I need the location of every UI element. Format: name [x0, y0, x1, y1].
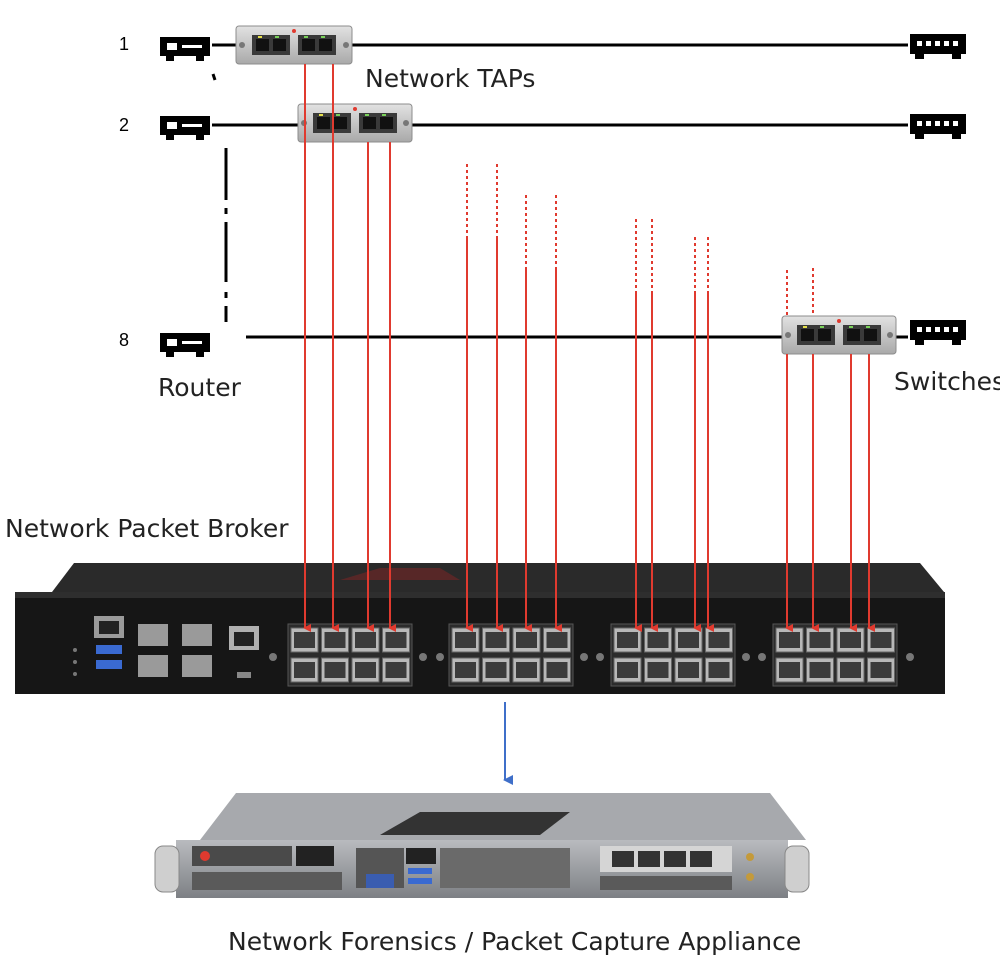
sfp-port-opening — [840, 632, 861, 648]
switch-icon — [910, 34, 966, 59]
packet-broker-label: Network Packet Broker — [5, 514, 289, 543]
network-links — [212, 43, 908, 339]
sfp-port-opening — [708, 662, 730, 678]
row-label-2: 2 — [119, 115, 129, 135]
network-tap-8 — [781, 315, 897, 355]
sfp-port-opening — [678, 662, 699, 678]
sfp-port-opening — [294, 662, 315, 678]
sfp-port-opening — [708, 632, 730, 648]
sfp-port-opening — [779, 632, 800, 648]
sfp-port-opening — [355, 662, 376, 678]
row-label-8: 8 — [119, 330, 129, 350]
sfp-port-opening — [870, 662, 892, 678]
sfp-port-opening — [647, 662, 669, 678]
router-ellipsis-connector — [211, 73, 228, 322]
sfp-port-opening — [516, 662, 537, 678]
sfp-port-opening — [678, 632, 699, 648]
router-icon — [160, 37, 210, 61]
sfp-port-opening — [324, 632, 346, 648]
sfp-port-opening — [840, 662, 861, 678]
sfp-port-opening — [779, 662, 800, 678]
sfp-port-groups — [287, 623, 898, 687]
network-tap-1 — [235, 25, 353, 65]
sfp-port-opening — [617, 632, 638, 648]
router-icon — [160, 333, 210, 357]
sfp-port-opening — [385, 662, 407, 678]
router-icon — [160, 116, 210, 140]
switch-icon — [910, 320, 966, 345]
network-taps-label: Network TAPs — [365, 64, 535, 93]
sfp-port-opening — [485, 632, 507, 648]
network-tap-2 — [297, 103, 413, 143]
router-label: Router — [158, 373, 242, 402]
sfp-port-opening — [385, 632, 407, 648]
sfp-port-opening — [647, 632, 669, 648]
sfp-port-opening — [809, 662, 831, 678]
packet-capture-appliance — [154, 793, 810, 898]
sfp-port-opening — [455, 662, 476, 678]
row-label-1: 1 — [119, 34, 129, 54]
switches-label: Switches — [894, 367, 1000, 396]
sfp-port-opening — [546, 662, 568, 678]
mirror-links — [303, 64, 875, 632]
sfp-port-opening — [546, 632, 568, 648]
sfp-port-opening — [294, 632, 315, 648]
sfp-port-opening — [870, 632, 892, 648]
sfp-port-opening — [455, 632, 476, 648]
sfp-port-opening — [485, 662, 507, 678]
switch-icon — [910, 114, 966, 139]
appliance-label: Network Forensics / Packet Capture Appli… — [228, 927, 801, 956]
sfp-port-opening — [617, 662, 638, 678]
sfp-port-opening — [355, 632, 376, 648]
sfp-port-opening — [324, 662, 346, 678]
sfp-port-opening — [809, 632, 831, 648]
sfp-port-opening — [516, 632, 537, 648]
